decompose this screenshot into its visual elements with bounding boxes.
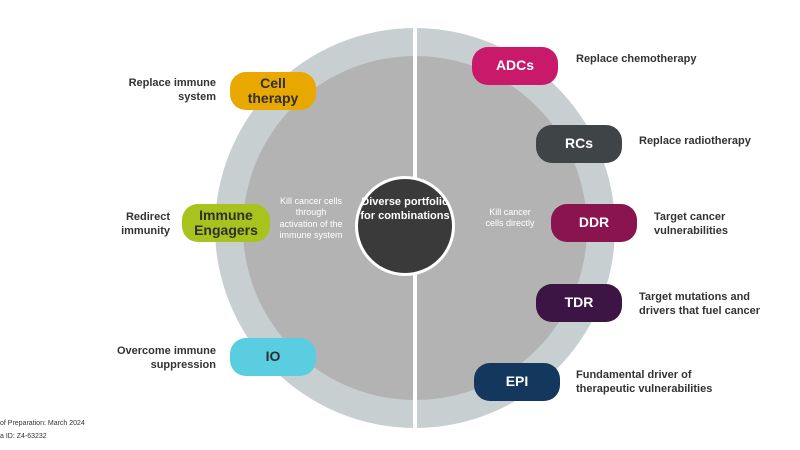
left-inner-label: Kill cancer cells through activation of … — [279, 196, 343, 240]
label-replace-radiotherapy: Replace radiotherapy — [639, 135, 751, 147]
label-replace-chemotherapy: Replace chemotherapy — [576, 53, 697, 65]
center-disc-core — [358, 179, 452, 273]
label-fundamental-driver: Fundamental driver of therapeutic vulner… — [576, 369, 713, 396]
pill-immune-engagers: Immune Engagers — [182, 204, 270, 242]
label-overcome-immune-suppression: Overcome immune suppression — [116, 345, 216, 372]
footer-preparation: of Preparation: March 2024 — [0, 420, 85, 427]
pill-io: IO — [230, 338, 316, 376]
pill-ddr: DDR — [551, 204, 637, 242]
label-redirect-immunity: Redirect immunity — [121, 211, 170, 238]
label-target-cancer-vulnerabilities: Target cancer vulnerabilities — [654, 211, 728, 238]
label-replace-immune-system: Replace immune system — [128, 77, 216, 104]
pill-tdr: TDR — [536, 284, 622, 322]
pill-epi: EPI — [474, 363, 560, 401]
footer-id: a ID: Z4-63232 — [0, 433, 47, 440]
pill-rcs: RCs — [536, 125, 622, 163]
right-inner-label: Kill cancer cells directly — [485, 207, 535, 229]
pill-adcs: ADCs — [472, 47, 558, 85]
label-target-mutations-drivers: Target mutations and drivers that fuel c… — [639, 291, 761, 318]
center-label: Diverse portfolio for combinations — [360, 196, 450, 222]
pill-cell-therapy: Cell therapy — [230, 72, 316, 110]
